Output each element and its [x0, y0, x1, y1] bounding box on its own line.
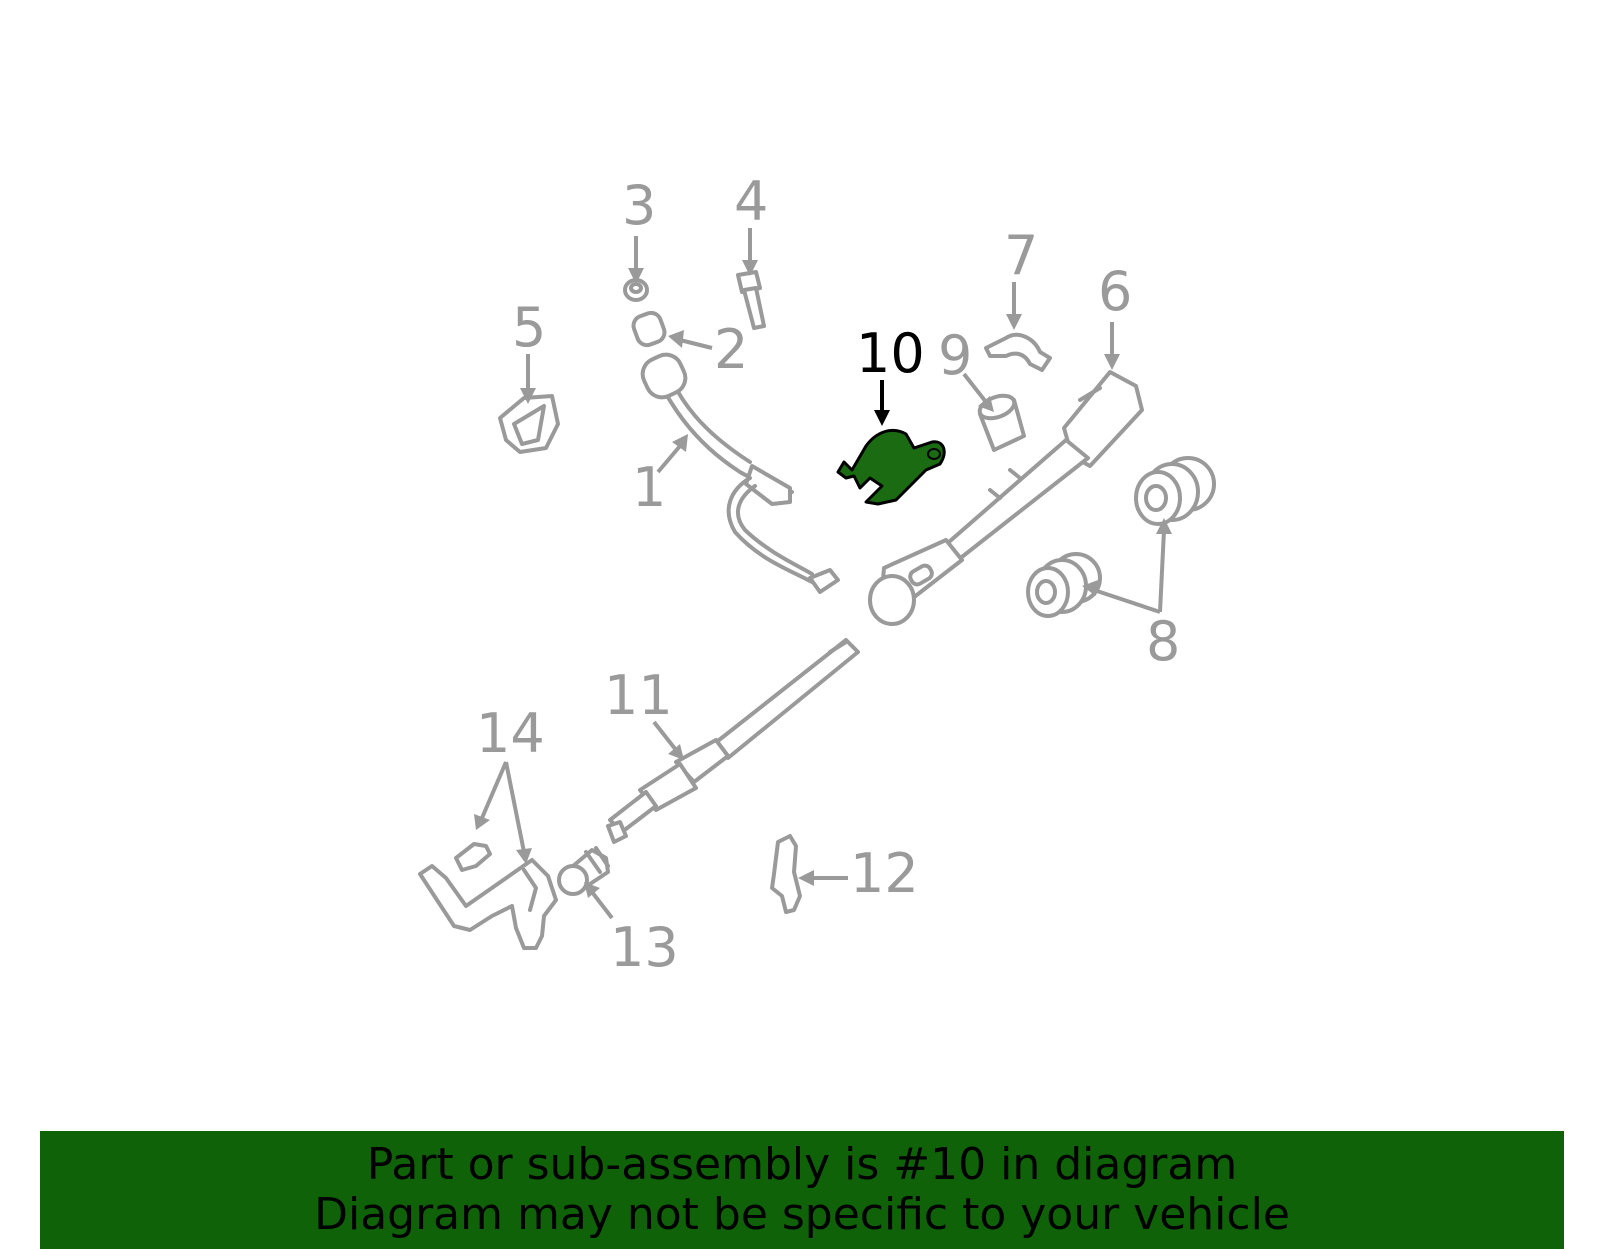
part-12-clip[interactable]: [770, 834, 802, 914]
part-9-bushing[interactable]: [977, 391, 1026, 452]
part-13-boot[interactable]: [557, 846, 610, 896]
part-11-shaft[interactable]: [606, 638, 860, 844]
part-7-bracket[interactable]: [984, 332, 1052, 372]
part-5-trim[interactable]: [498, 394, 560, 454]
part-6-column[interactable]: [868, 370, 1144, 626]
leaders: [474, 228, 1172, 920]
info-banner: Part or sub-assembly is #10 in diagram D…: [40, 1131, 1564, 1249]
callout-2: 2: [714, 318, 748, 381]
part-1-harness[interactable]: [631, 310, 840, 594]
callout-13: 13: [610, 916, 679, 979]
callout-12: 12: [850, 842, 919, 905]
banner-line-1: Part or sub-assembly is #10 in diagram: [366, 1139, 1238, 1190]
callout-5: 5: [512, 296, 546, 359]
callout-4: 4: [734, 170, 768, 233]
callout-7: 7: [1004, 224, 1038, 287]
callout-6: 6: [1098, 260, 1132, 323]
callout-14: 14: [476, 702, 545, 765]
part-14-bracket[interactable]: [418, 842, 558, 950]
part-8-mounts[interactable]: [1026, 456, 1216, 618]
callout-3: 3: [622, 174, 656, 237]
part-10-highlight[interactable]: [836, 429, 946, 506]
callout-9: 9: [938, 324, 972, 387]
banner-line-2: Diagram may not be specific to your vehi…: [314, 1189, 1290, 1240]
callout-8: 8: [1146, 610, 1180, 673]
callout-11: 11: [604, 664, 673, 727]
callout-1: 1: [632, 456, 666, 519]
callout-10: 10: [856, 322, 925, 385]
